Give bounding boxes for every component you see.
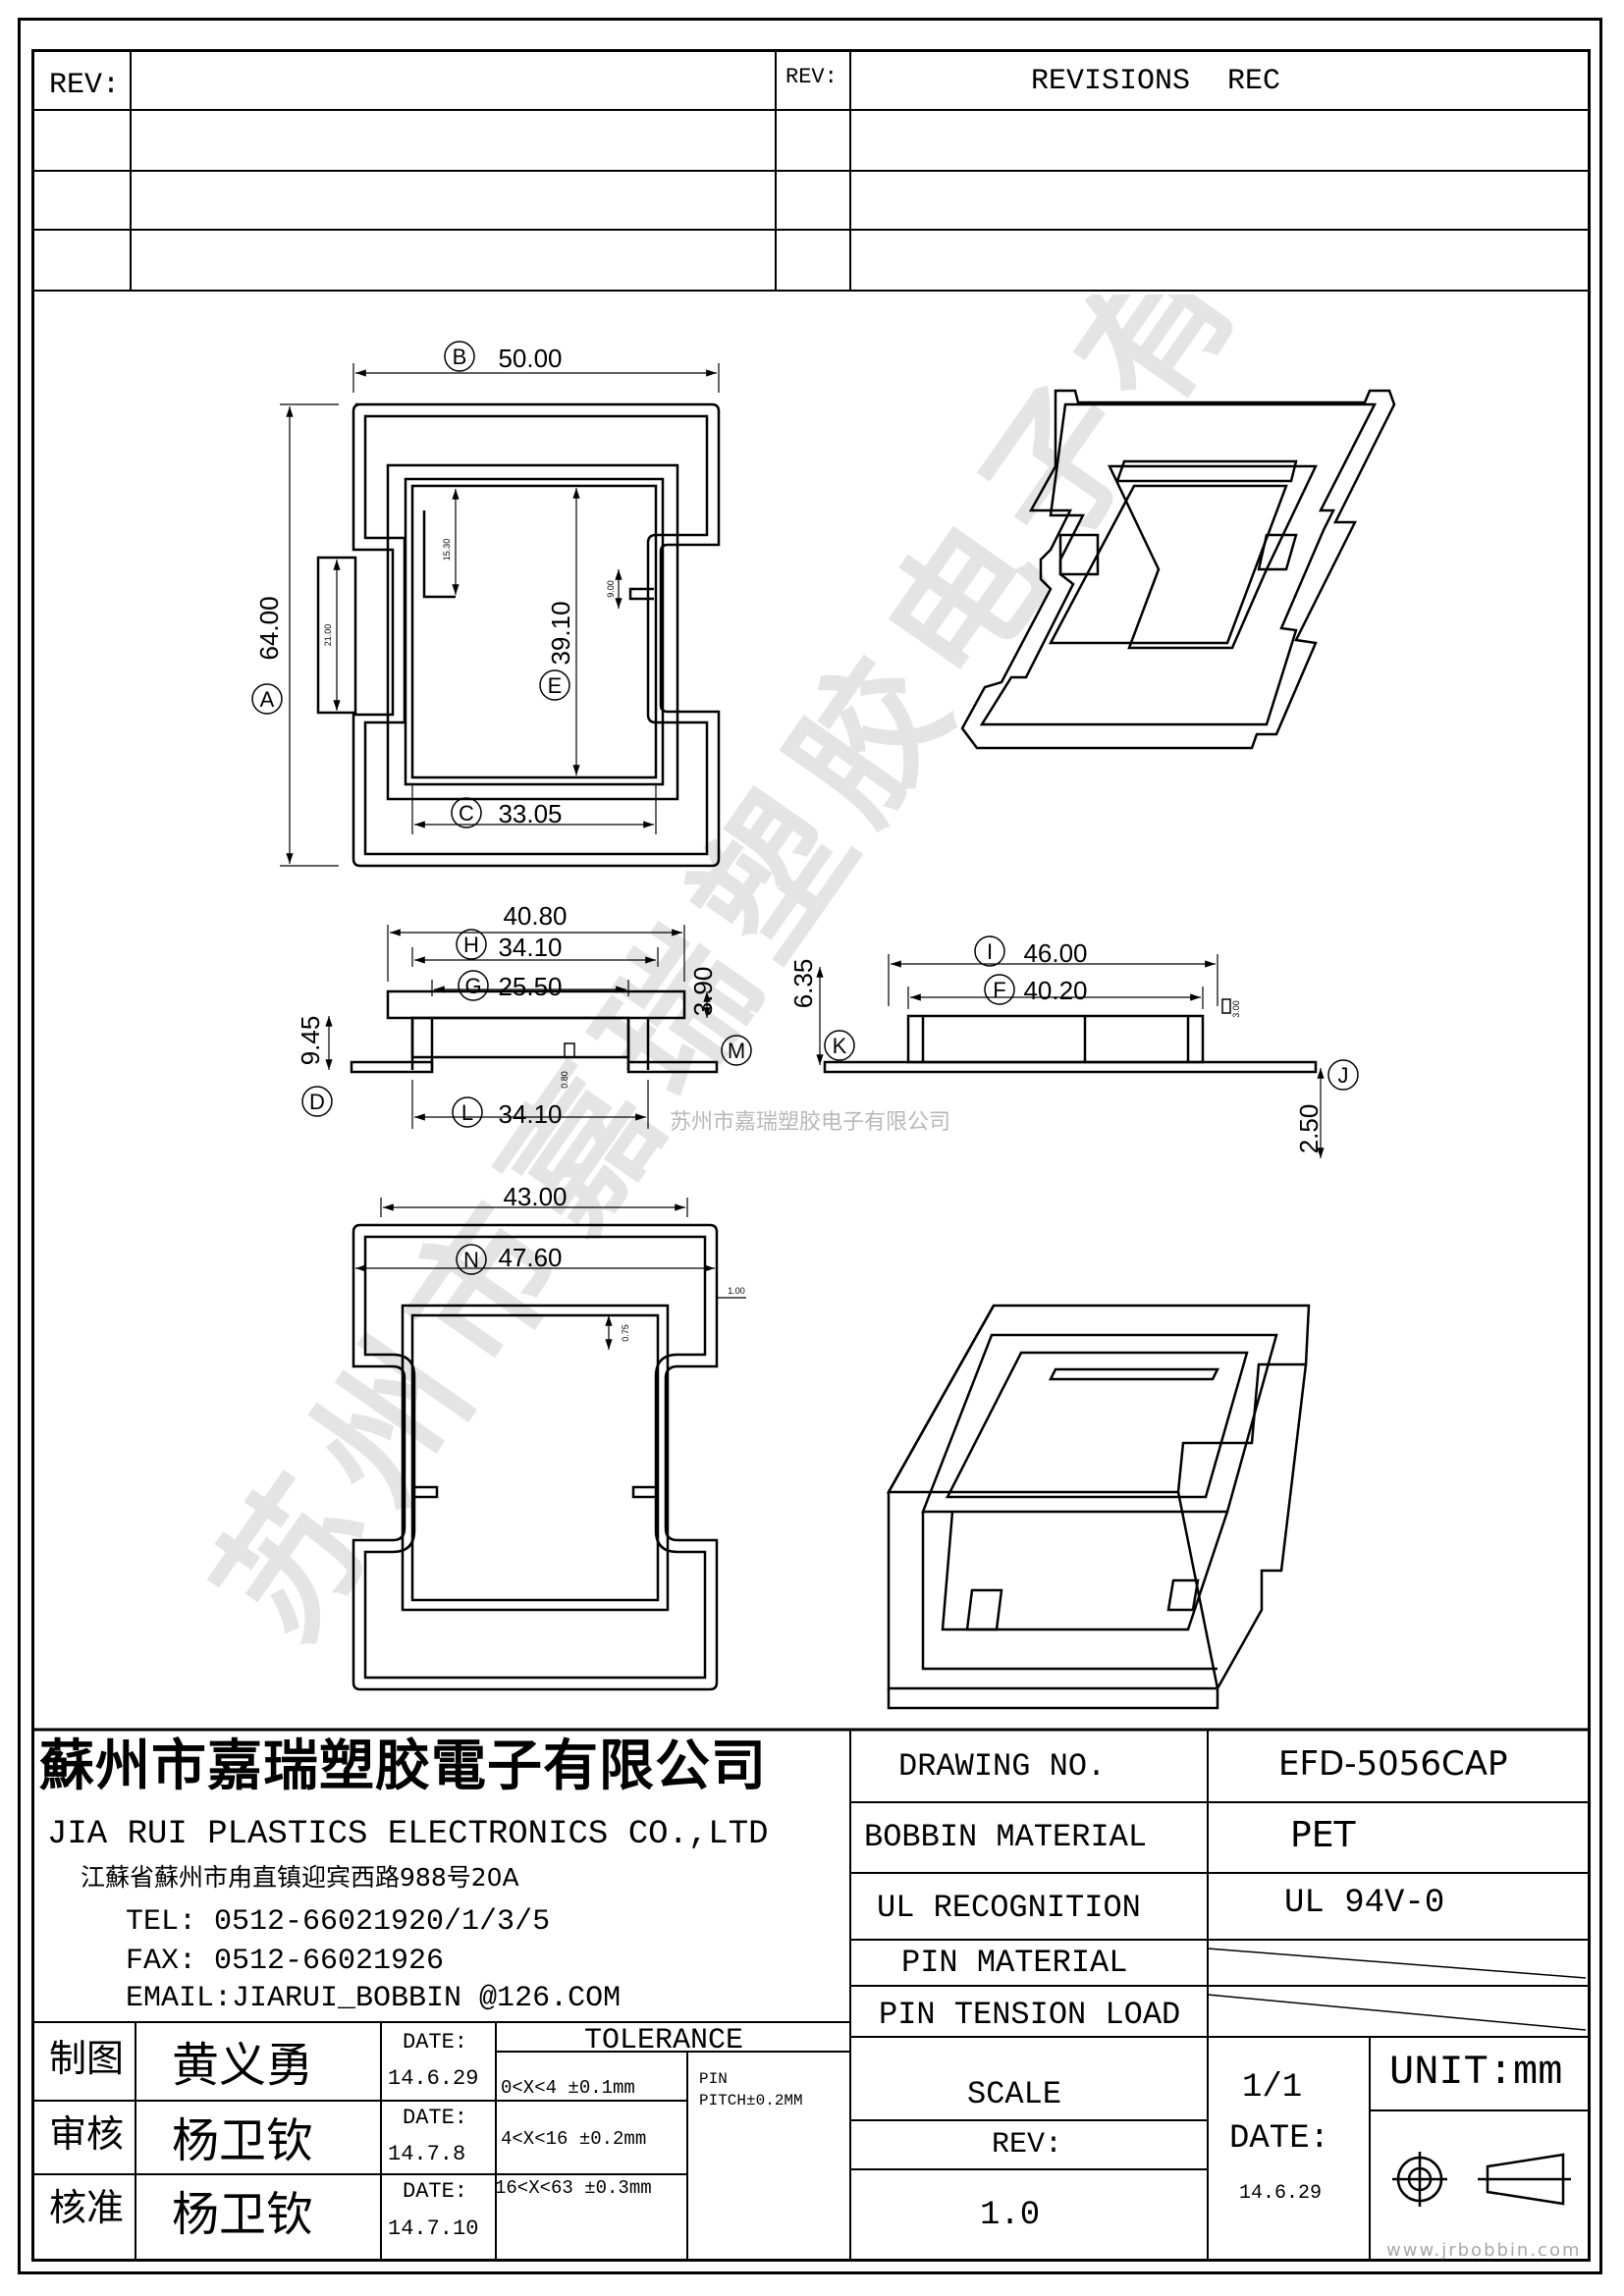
drawing-no-label: DRAWING NO. xyxy=(898,1748,1107,1785)
side-right-dim-i: 46.00 xyxy=(1023,938,1087,968)
bottom-view xyxy=(352,1223,719,1691)
rev-value: 1.0 xyxy=(980,2197,1041,2234)
technical-drawing: 苏州市嘉瑞塑胶电子有限公司 B 50.00 A 64.0 xyxy=(184,294,1568,1710)
side-left-dim-g: 25.50 xyxy=(498,972,562,1001)
side-right-dim-bottom-v: 2.50 xyxy=(1294,1104,1324,1154)
side-left-dim-l: 34.10 xyxy=(498,1099,562,1129)
side-right-dim-tiny: 3.00 xyxy=(1231,1000,1241,1018)
side-right-label-f: F xyxy=(993,978,1005,1002)
scale-label: SCALE xyxy=(967,2076,1062,2112)
side-right-dim-f: 40.20 xyxy=(1023,976,1087,1005)
company-address: 江蘇省蘇州市甪直镇迎宾西路988号20A xyxy=(81,1863,519,1892)
company-email: EMAIL:JIARUI_BOBBIN @126.COM xyxy=(126,1982,622,2015)
side-left-dim-tiny: 0.80 xyxy=(560,1071,569,1089)
bobbin-material-label: BOBBIN MATERIAL xyxy=(864,1819,1148,1855)
watermark-center: 苏州市嘉瑞塑胶电子有限公司 xyxy=(670,1110,950,1135)
signoff-name-drafter: 黄义勇 xyxy=(172,2038,314,2093)
title-block-lines xyxy=(32,1728,1590,2262)
side-left-label-h: H xyxy=(463,933,479,957)
signoff-date-label-approver: DATE: xyxy=(403,2179,468,2204)
date-value: 14.6.29 xyxy=(1239,2182,1323,2205)
top-view xyxy=(316,402,721,868)
pin-pitch: PITCH±0.2MM xyxy=(699,2092,803,2109)
side-view-right xyxy=(823,998,1318,1074)
side-right-dim-left-v: 6.35 xyxy=(788,959,818,1009)
watermark-diagonal: 苏州市嘉瑞塑胶电子有限公司 xyxy=(184,294,1568,1670)
rev-label: REV: xyxy=(992,2128,1063,2162)
signoff-name-approver: 杨卫钦 xyxy=(172,2187,314,2242)
rev-label-left: REV: xyxy=(49,69,121,102)
side-right-label-j: J xyxy=(1338,1063,1349,1088)
top-dim-b: 50.00 xyxy=(498,344,562,373)
pin-tension-label: PIN TENSION LOAD xyxy=(879,1997,1181,2033)
ul-recognition-label: UL RECOGNITION xyxy=(877,1890,1141,1926)
tolerance-line-1: 0<X<4 ±0.1mm xyxy=(501,2077,635,2099)
rev-label-right: REV: xyxy=(785,65,838,89)
side-view-right-dimensions xyxy=(816,935,1359,1158)
signoff-role-drafter: 制图 xyxy=(49,2037,125,2080)
bottom-dim-n: 47.60 xyxy=(498,1243,562,1272)
revision-table-lines xyxy=(32,51,1590,292)
iso-view-top xyxy=(960,389,1396,750)
side-left-dim-h: 34.10 xyxy=(498,933,562,962)
ul-recognition-value: UL 94V-0 xyxy=(1284,1885,1445,1922)
signoff-role-reviewer: 审核 xyxy=(49,2112,125,2156)
pin-material-label: PIN MATERIAL xyxy=(901,1945,1128,1981)
company-name-cn: 蘇州市嘉瑞塑胶電子有限公司 xyxy=(39,1735,767,1798)
tolerance-line-2: 4<X<16 ±0.2mm xyxy=(501,2128,647,2150)
bottom-dim-top: 43.00 xyxy=(503,1182,567,1211)
pin-label: PIN xyxy=(699,2070,728,2088)
top-label-e: E xyxy=(548,673,563,698)
side-left-dim-top: 40.80 xyxy=(503,901,567,931)
top-label-a: A xyxy=(260,687,275,712)
side-left-label-d: D xyxy=(309,1090,325,1114)
revisions-header: REVISIONS xyxy=(1031,65,1191,98)
bottom-dim-small-1: 1.00 xyxy=(728,1286,745,1296)
company-name-en: JIA RUI PLASTICS ELECTRONICS CO.,LTD xyxy=(47,1816,769,1853)
side-left-label-g: G xyxy=(464,974,481,998)
top-dim-small-2: 21.00 xyxy=(323,624,333,647)
signoff-date-approver: 14.7.10 xyxy=(388,2216,479,2241)
top-dim-small-3: 9.00 xyxy=(606,580,616,598)
iso-view-bottom xyxy=(886,1304,1311,1710)
top-dim-a: 64.00 xyxy=(254,596,284,660)
signoff-date-label-reviewer: DATE: xyxy=(403,2106,468,2130)
concentricity-symbol xyxy=(1392,2152,1571,2207)
bobbin-material-value: PET xyxy=(1290,1815,1356,1855)
top-label-c: C xyxy=(459,801,474,826)
top-dim-c: 33.05 xyxy=(498,799,562,828)
side-view-left-dimensions xyxy=(301,925,752,1129)
bottom-dim-small-2: 0.75 xyxy=(621,1324,630,1342)
side-right-label-k: K xyxy=(833,1034,847,1058)
tolerance-line-3: 16<X<63 ±0.3mm xyxy=(495,2177,652,2199)
top-dim-e: 39.10 xyxy=(546,601,575,665)
drawing-no-value: EFD-5056CAP xyxy=(1278,1744,1508,1784)
signoff-name-reviewer: 杨卫钦 xyxy=(172,2113,314,2168)
sheet-border-inner xyxy=(31,49,1591,2262)
tolerance-title: TOLERANCE xyxy=(584,2024,744,2057)
side-left-label-m: M xyxy=(728,1039,745,1063)
top-view-dimensions xyxy=(251,341,720,867)
date-label: DATE: xyxy=(1229,2120,1330,2158)
bottom-label-n: N xyxy=(463,1248,479,1272)
side-left-label-l: L xyxy=(461,1100,473,1125)
rec-header: REC xyxy=(1227,65,1281,98)
signoff-role-approver: 核准 xyxy=(49,2186,125,2229)
top-dim-small-1: 15.30 xyxy=(442,539,452,561)
bottom-view-dimensions xyxy=(355,1198,746,1350)
scale-value: 1/1 xyxy=(1242,2069,1303,2107)
signoff-date-label-drafter: DATE: xyxy=(403,2030,468,2055)
sheet-border-outer xyxy=(18,18,1602,2274)
signoff-date-reviewer: 14.7.8 xyxy=(388,2142,466,2166)
footer-website: www.jrbobbin.com xyxy=(1386,2240,1582,2261)
company-tel: TEL: 0512-66021920/1/3/5 xyxy=(126,1905,551,1939)
side-right-label-i: I xyxy=(987,939,993,964)
company-fax: FAX: 0512-66021926 xyxy=(126,1945,445,1978)
top-label-b: B xyxy=(453,345,467,369)
side-left-dim-right-v: 3.90 xyxy=(688,967,718,1017)
side-left-dim-left-v: 9.45 xyxy=(296,1016,325,1066)
signoff-date-drafter: 14.6.29 xyxy=(388,2066,479,2091)
unit-label: UNIT:mm xyxy=(1389,2049,1563,2096)
